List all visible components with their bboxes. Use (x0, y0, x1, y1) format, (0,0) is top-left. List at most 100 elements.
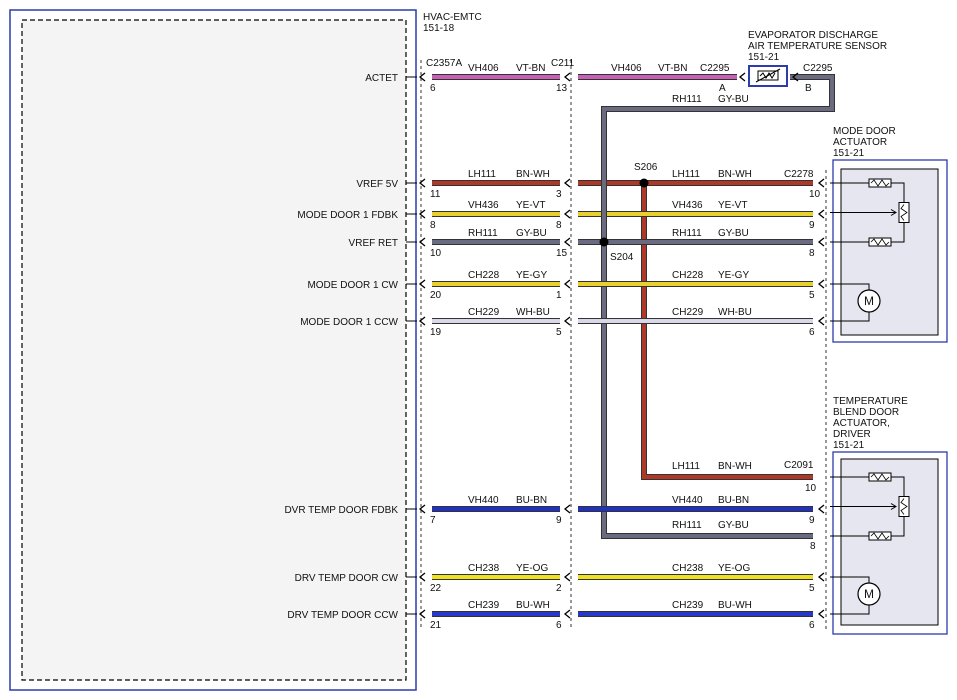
circuit-2-color-code: YE-VT (516, 200, 545, 211)
mode-door-motor-leads (830, 283, 870, 322)
branch-temp-vref-pin: 10 (805, 483, 817, 494)
evap-connector-in-label: C2295 (700, 63, 730, 74)
branch-temp-ret-circuit: RH111 (672, 520, 702, 531)
circuit-8-module-pin: 21 (430, 620, 442, 631)
circuit-1-arrow-inline (563, 178, 571, 188)
circuit-4-device-pin: 5 (809, 290, 815, 301)
circuit-6-inline-pin: 9 (556, 515, 562, 526)
module-page-ref: 151-18 (423, 23, 455, 34)
circuit-4-color-code: YE-GY (516, 270, 547, 281)
branch-evap-return-circuit: RH111 (672, 94, 702, 105)
circuit-1-arrow-module (418, 178, 426, 188)
circuit-4-right-circuit: CH228 (672, 270, 704, 281)
circuit-0-arrow-module (418, 72, 426, 82)
circuit-4-arrow-device (817, 279, 825, 289)
circuit-2-device-pin: 9 (809, 220, 815, 231)
circuit-8-circuit: CH239 (468, 600, 500, 611)
circuit-3-pin-name: VREF RET (349, 238, 398, 249)
circuit-7-inline-pin: 2 (556, 583, 562, 594)
branch-temp-vref-circuit: LH111 (672, 461, 700, 472)
circuit-3-right-circuit: RH111 (672, 228, 702, 239)
motor-label: M (864, 294, 874, 308)
motor-icon: M (857, 289, 881, 313)
circuit-2-arrow-device (817, 209, 825, 219)
circuit-5-inline-pin: 5 (556, 327, 562, 338)
circuit-5-device-pin: 6 (809, 327, 815, 338)
temp-door-page-ref: 151-21 (833, 440, 865, 451)
circuit-6-right-circuit: VH440 (672, 495, 703, 506)
inline-connector-label: C211 (551, 58, 575, 69)
evap-out-arrow (791, 72, 799, 82)
circuit-0-pin-name: ACTET (365, 73, 398, 84)
mode-door-title-1: MODE DOOR (833, 126, 896, 137)
motor-icon: M (857, 582, 881, 606)
evap-sensor-title-1: EVAPORATOR DISCHARGE (748, 30, 878, 41)
circuit-1-inline-pin: 3 (556, 189, 562, 200)
circuit-4-circuit: CH228 (468, 270, 500, 281)
circuit-4-arrow-inline (563, 279, 571, 289)
circuit-1-arrow-device (817, 178, 825, 188)
circuit-3-right-color-code: GY-BU (718, 228, 749, 239)
circuit-2-inline-pin: 8 (556, 220, 562, 231)
circuit-5-module-pin: 19 (430, 327, 442, 338)
circuit-4-inline-pin: 1 (556, 290, 562, 301)
temp-door-connector-label: C2091 (784, 460, 814, 471)
circuit-7-device-pin: 5 (809, 583, 815, 594)
temp-door-body (840, 458, 939, 626)
circuit-8-pin-name: DRV TEMP DOOR CCW (287, 610, 398, 621)
circuit-5-color-code: WH-BU (516, 307, 550, 318)
circuit-3-circuit: RH111 (468, 228, 498, 239)
thermistor-icon (755, 68, 781, 83)
circuit-1-device-pin: 10 (809, 189, 821, 200)
circuit-7-module-pin: 22 (430, 583, 442, 594)
module-connector-label: C2357A (426, 58, 462, 69)
splice-s204 (599, 237, 609, 247)
circuit-7-right-color-code: YE-OG (718, 563, 750, 574)
circuit-3-arrow-device (817, 237, 825, 247)
mode-door-resistor-network (830, 178, 910, 247)
circuit-0-inline-pin: 13 (556, 83, 568, 94)
mode-door-title-2: ACTUATOR (833, 137, 887, 148)
module-body (21, 19, 407, 681)
circuit-5-right-color-code: WH-BU (718, 307, 752, 318)
circuit-6-pin-name: DVR TEMP DOOR FDBK (284, 505, 398, 516)
branch-evap-return-color: GY-BU (718, 94, 749, 105)
splice-s204-label: S204 (610, 252, 634, 263)
temp-door-motor-leads (830, 576, 870, 615)
circuit-1-color-code: BN-WH (516, 169, 550, 180)
circuit-8-color-code: BU-WH (516, 600, 550, 611)
circuit-4-right-color-code: YE-GY (718, 270, 749, 281)
splice-s206-label: S206 (634, 162, 658, 173)
circuit-2-arrow-module (418, 209, 426, 219)
circuit-5-pin-name: MODE DOOR 1 CCW (300, 317, 398, 328)
circuit-7-arrow-device (817, 572, 825, 582)
circuit-7-right-circuit: CH238 (672, 563, 704, 574)
circuit-0-right-circuit: VH406 (611, 63, 642, 74)
circuit-5-circuit: CH229 (468, 307, 500, 318)
circuit-8-arrow-device (817, 609, 825, 619)
temp-door-title-2: BLEND DOOR (833, 407, 899, 418)
circuit-6-color-code: BU-BN (516, 495, 547, 506)
circuit-6-circuit: VH440 (468, 495, 499, 506)
circuit-3-color-code: GY-BU (516, 228, 547, 239)
mode-door-page-ref: 151-21 (833, 148, 865, 159)
circuit-6-arrow-inline (563, 504, 571, 514)
circuit-5-arrow-module (418, 316, 426, 326)
circuit-0-arrow-inline (563, 72, 571, 82)
circuit-7-arrow-module (418, 572, 426, 582)
circuit-1-right-circuit: LH111 (672, 169, 700, 180)
mode-door-connector-label: C2278 (784, 169, 814, 180)
circuit-3-arrow-module (418, 237, 426, 247)
mode-door-frame (832, 159, 948, 343)
branch-temp-vref-color: BN-WH (718, 461, 752, 472)
circuit-2-pin-name: MODE DOOR 1 FDBK (297, 210, 398, 221)
circuit-6-right-color-code: BU-BN (718, 495, 749, 506)
circuit-6-device-pin: 9 (809, 515, 815, 526)
circuit-2-arrow-inline (563, 209, 571, 219)
temp-door-title-4: DRIVER (833, 429, 871, 440)
actuator-internals (830, 178, 910, 615)
wire-temp-ret (602, 242, 813, 538)
wires-layer (406, 72, 835, 619)
